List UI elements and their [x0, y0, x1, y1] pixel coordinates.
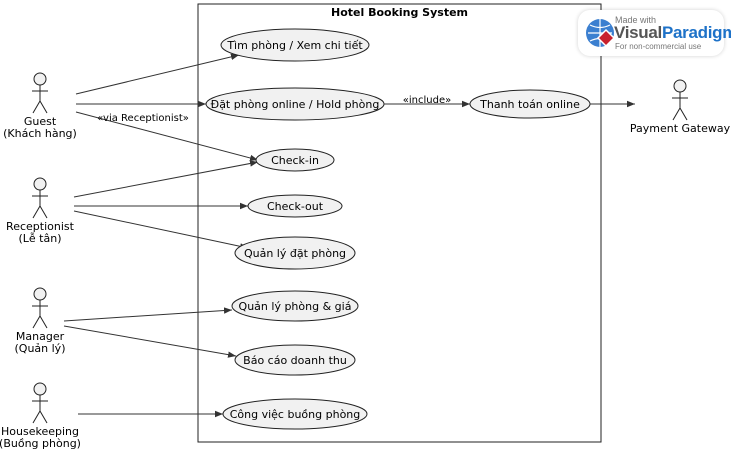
use-case-manage_booking[interactable]: Quản lý đặt phòng	[234, 236, 356, 270]
actor-housekeeping[interactable]: Housekeeping(Buồng phòng)	[0, 382, 81, 450]
actors-layer: Guest(Khách hàng) Receptionist(Lễ tân) Man…	[0, 72, 731, 450]
relation-manager-to-manage_rooms	[63, 307, 233, 322]
actor-stick-figure-icon	[32, 177, 48, 219]
relations-layer: «via Receptionist» «include»	[63, 53, 635, 418]
actor-name: Housekeeping	[1, 425, 79, 438]
use-case-ellipse	[205, 87, 385, 121]
relation-manager-to-revenue	[63, 325, 237, 358]
use-case-label: Check-in	[271, 154, 319, 167]
use-case-checkout[interactable]: Check-out	[247, 194, 343, 218]
actor-name: Receptionist	[6, 220, 75, 233]
actor-stick-figure-icon	[32, 287, 48, 329]
system-title: Hotel Booking System	[331, 6, 468, 19]
actor-guest[interactable]: Guest(Khách hàng)	[3, 72, 77, 140]
use-case-ellipse	[255, 148, 335, 172]
relation-label-guest-to-checkin: «via Receptionist»	[97, 113, 189, 124]
use-case-manage_rooms[interactable]: Quản lý phòng & giá	[231, 290, 359, 322]
visual-paradigm-watermark: Made with VisualParadigm For non-commerc…	[578, 10, 731, 56]
use-case-ellipse	[222, 398, 368, 430]
watermark-brand: VisualParadigm	[614, 23, 731, 43]
actor-name: Manager	[16, 330, 65, 343]
use-case-label: Công việc buồng phòng	[230, 408, 361, 421]
actor-stick-figure-icon	[32, 382, 48, 424]
watermark-caption: Made with	[615, 15, 657, 25]
use-case-label: Đặt phòng online / Hold phòng	[211, 98, 380, 111]
actor-subtitle: (Lễ tân)	[18, 232, 61, 245]
watermark-brand-part1: Visual	[614, 23, 662, 42]
relation-receptionist-to-checkin	[73, 160, 259, 198]
use-case-label: Quản lý phòng & giá	[239, 300, 352, 313]
use-case-label: Báo cáo doanh thu	[243, 354, 347, 367]
use-case-pay[interactable]: Thanh toán online	[469, 89, 591, 119]
relation-receptionist-to-manage_booking	[73, 210, 249, 250]
use-case-label: Quản lý đặt phòng	[244, 247, 346, 260]
actor-stick-figure-icon	[672, 79, 688, 121]
use-case-label: Tìm phòng / Xem chi tiết	[226, 39, 363, 52]
relation-label-book-to-pay: «include»	[403, 95, 451, 106]
use-case-ellipse	[231, 290, 359, 322]
use-case-ellipse	[220, 28, 370, 62]
use-case-ellipse	[234, 344, 356, 376]
use-case-search[interactable]: Tìm phòng / Xem chi tiết	[220, 28, 370, 62]
use-case-housework[interactable]: Công việc buồng phòng	[222, 398, 368, 430]
actor-payment[interactable]: Payment Gateway	[630, 79, 731, 135]
actor-subtitle: (Khách hàng)	[3, 127, 77, 140]
use-case-book[interactable]: Đặt phòng online / Hold phòng	[205, 87, 385, 121]
use-case-ellipse	[234, 236, 356, 270]
actor-name: Guest	[24, 115, 57, 128]
use-case-checkin[interactable]: Check-in	[255, 148, 335, 172]
use-case-ellipse	[469, 89, 591, 119]
use-case-label: Thanh toán online	[479, 98, 580, 111]
visual-paradigm-logo-icon	[586, 19, 616, 48]
watermark-brand-part2: Paradigm	[661, 23, 731, 42]
actor-manager[interactable]: Manager(Quản lý)	[15, 287, 66, 355]
watermark-usage-note: For non-commercial use	[615, 42, 702, 51]
actor-subtitle: (Buồng phòng)	[0, 437, 81, 450]
use-case-ellipse	[247, 194, 343, 218]
actor-receptionist[interactable]: Receptionist(Lễ tân)	[6, 177, 75, 245]
relation-guest-to-checkin	[75, 111, 259, 162]
system-boundary	[197, 3, 602, 443]
actor-subtitle: (Quản lý)	[15, 342, 66, 355]
use-case-label: Check-out	[267, 200, 324, 213]
actor-name: Payment Gateway	[630, 122, 731, 135]
actor-stick-figure-icon	[32, 72, 48, 114]
relation-guest-to-search	[75, 53, 240, 95]
use-case-revenue[interactable]: Báo cáo doanh thu	[234, 344, 356, 376]
